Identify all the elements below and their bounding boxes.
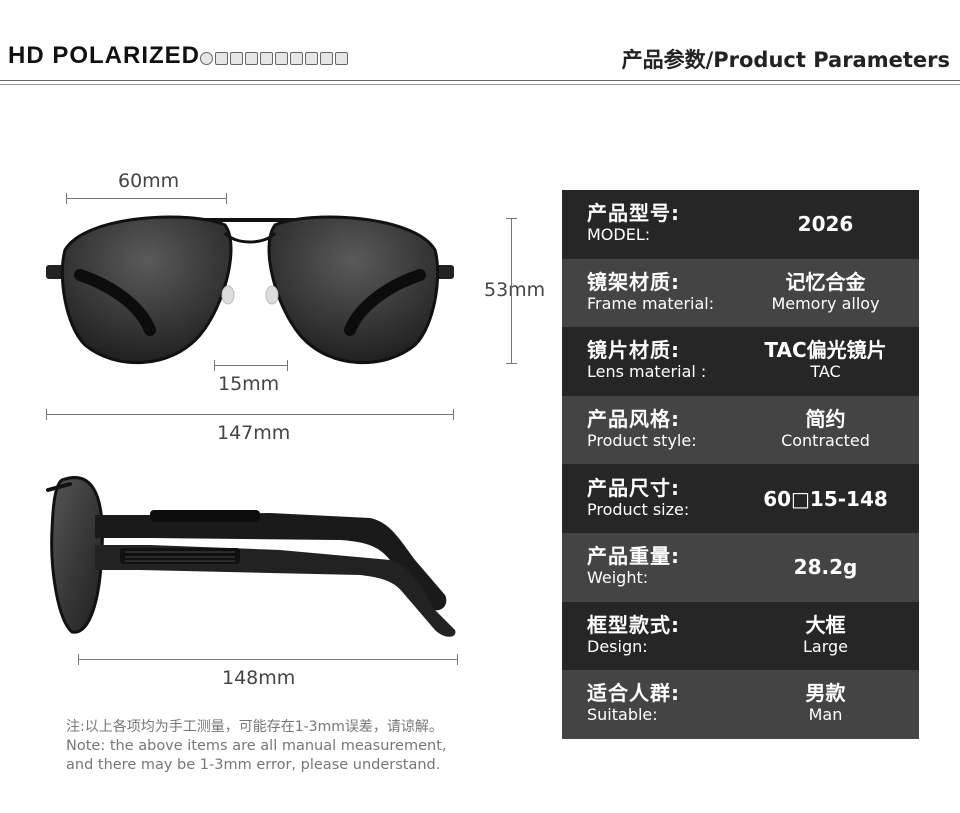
lens-height-line	[506, 218, 517, 364]
sun-icon	[200, 52, 213, 65]
fish-icon	[260, 52, 273, 65]
header-rule-secondary	[0, 84, 960, 85]
param-value-en: Contracted	[781, 431, 870, 451]
param-label-en: Product style:	[587, 431, 697, 451]
param-value-en: Memory alloy	[771, 293, 880, 313]
param-label-en: Weight:	[587, 568, 649, 588]
sunglasses-side-view	[46, 476, 456, 637]
param-label-cn: 产品尺寸:	[587, 475, 680, 500]
param-value-cn: 简约	[805, 407, 846, 432]
param-label-cn: 产品重量:	[587, 544, 680, 569]
lens-height-label: 53mm	[484, 279, 546, 301]
param-row-product-size: 产品尺寸:Product size: 60□15-148	[562, 464, 919, 533]
param-value-en: TAC	[810, 362, 841, 382]
param-label-en: Frame material:	[587, 293, 715, 313]
param-label-cn: 镜片材质:	[587, 338, 680, 363]
parameter-table: 产品型号:MODEL: 2026 镜架材质:Frame material: 记忆…	[562, 190, 919, 739]
param-value-cn: 28.2g	[793, 555, 858, 580]
param-label-cn: 镜架材质:	[587, 269, 680, 294]
param-value-cn: TAC偏光镜片	[764, 338, 887, 363]
person-icon	[215, 52, 228, 65]
param-value-cn: 60□15-148	[763, 486, 888, 511]
param-label-cn: 框型款式:	[587, 612, 680, 637]
param-label-cn: 产品型号:	[587, 201, 680, 226]
measurement-note: 注:以上各项均为手工测量，可能存在1-3mm误差，请谅解。 Note: the …	[66, 718, 447, 775]
golf-icon	[320, 52, 333, 65]
param-value-en: Large	[802, 636, 848, 656]
bike-icon	[230, 52, 243, 65]
note-en-line2: and there may be 1-3mm error, please und…	[66, 757, 441, 773]
bridge-label: 15mm	[218, 373, 280, 395]
temple-length-line	[78, 654, 458, 665]
hd-polarized-title: HD POLARIZED	[8, 42, 200, 69]
param-row-weight: 产品重量:Weight: 28.2g	[562, 532, 919, 602]
product-parameters-title: 产品参数/Product Parameters	[621, 48, 950, 72]
header-rule	[0, 80, 960, 81]
param-label-cn: 适合人群:	[587, 681, 680, 706]
param-label-en: Lens material :	[587, 362, 707, 382]
param-label-en: Design:	[587, 636, 648, 656]
param-label-en: Suitable:	[587, 705, 658, 725]
param-row-model: 产品型号:MODEL: 2026	[562, 190, 919, 259]
param-label-en: MODEL:	[587, 225, 651, 245]
temple-length-label: 148mm	[222, 667, 296, 689]
activity-icon-strip	[200, 52, 348, 65]
note-en-line1: Note: the above items are all manual mea…	[66, 738, 447, 754]
param-value-cn: 男款	[805, 681, 846, 706]
param-label-cn: 产品风格:	[587, 407, 680, 432]
param-label-en: Product size:	[587, 499, 690, 519]
bridge-line	[214, 360, 288, 371]
param-value-en: Man	[808, 705, 843, 725]
note-cn: 注:以上各项均为手工测量，可能存在1-3mm误差，请谅解。	[66, 719, 443, 735]
param-value-cn: 2026	[797, 212, 854, 237]
frame-width-line	[46, 409, 454, 420]
motor-icon	[275, 52, 288, 65]
lens-width-line	[66, 193, 227, 204]
ski-icon	[305, 52, 318, 65]
sunglasses-front-view	[46, 215, 454, 365]
car-icon	[290, 52, 303, 65]
param-value-cn: 记忆合金	[785, 269, 866, 294]
frame-width-label: 147mm	[217, 422, 291, 444]
param-value-cn: 大框	[805, 612, 846, 637]
lens-width-label: 60mm	[118, 170, 180, 192]
run-icon	[245, 52, 258, 65]
walk-icon	[335, 52, 348, 65]
